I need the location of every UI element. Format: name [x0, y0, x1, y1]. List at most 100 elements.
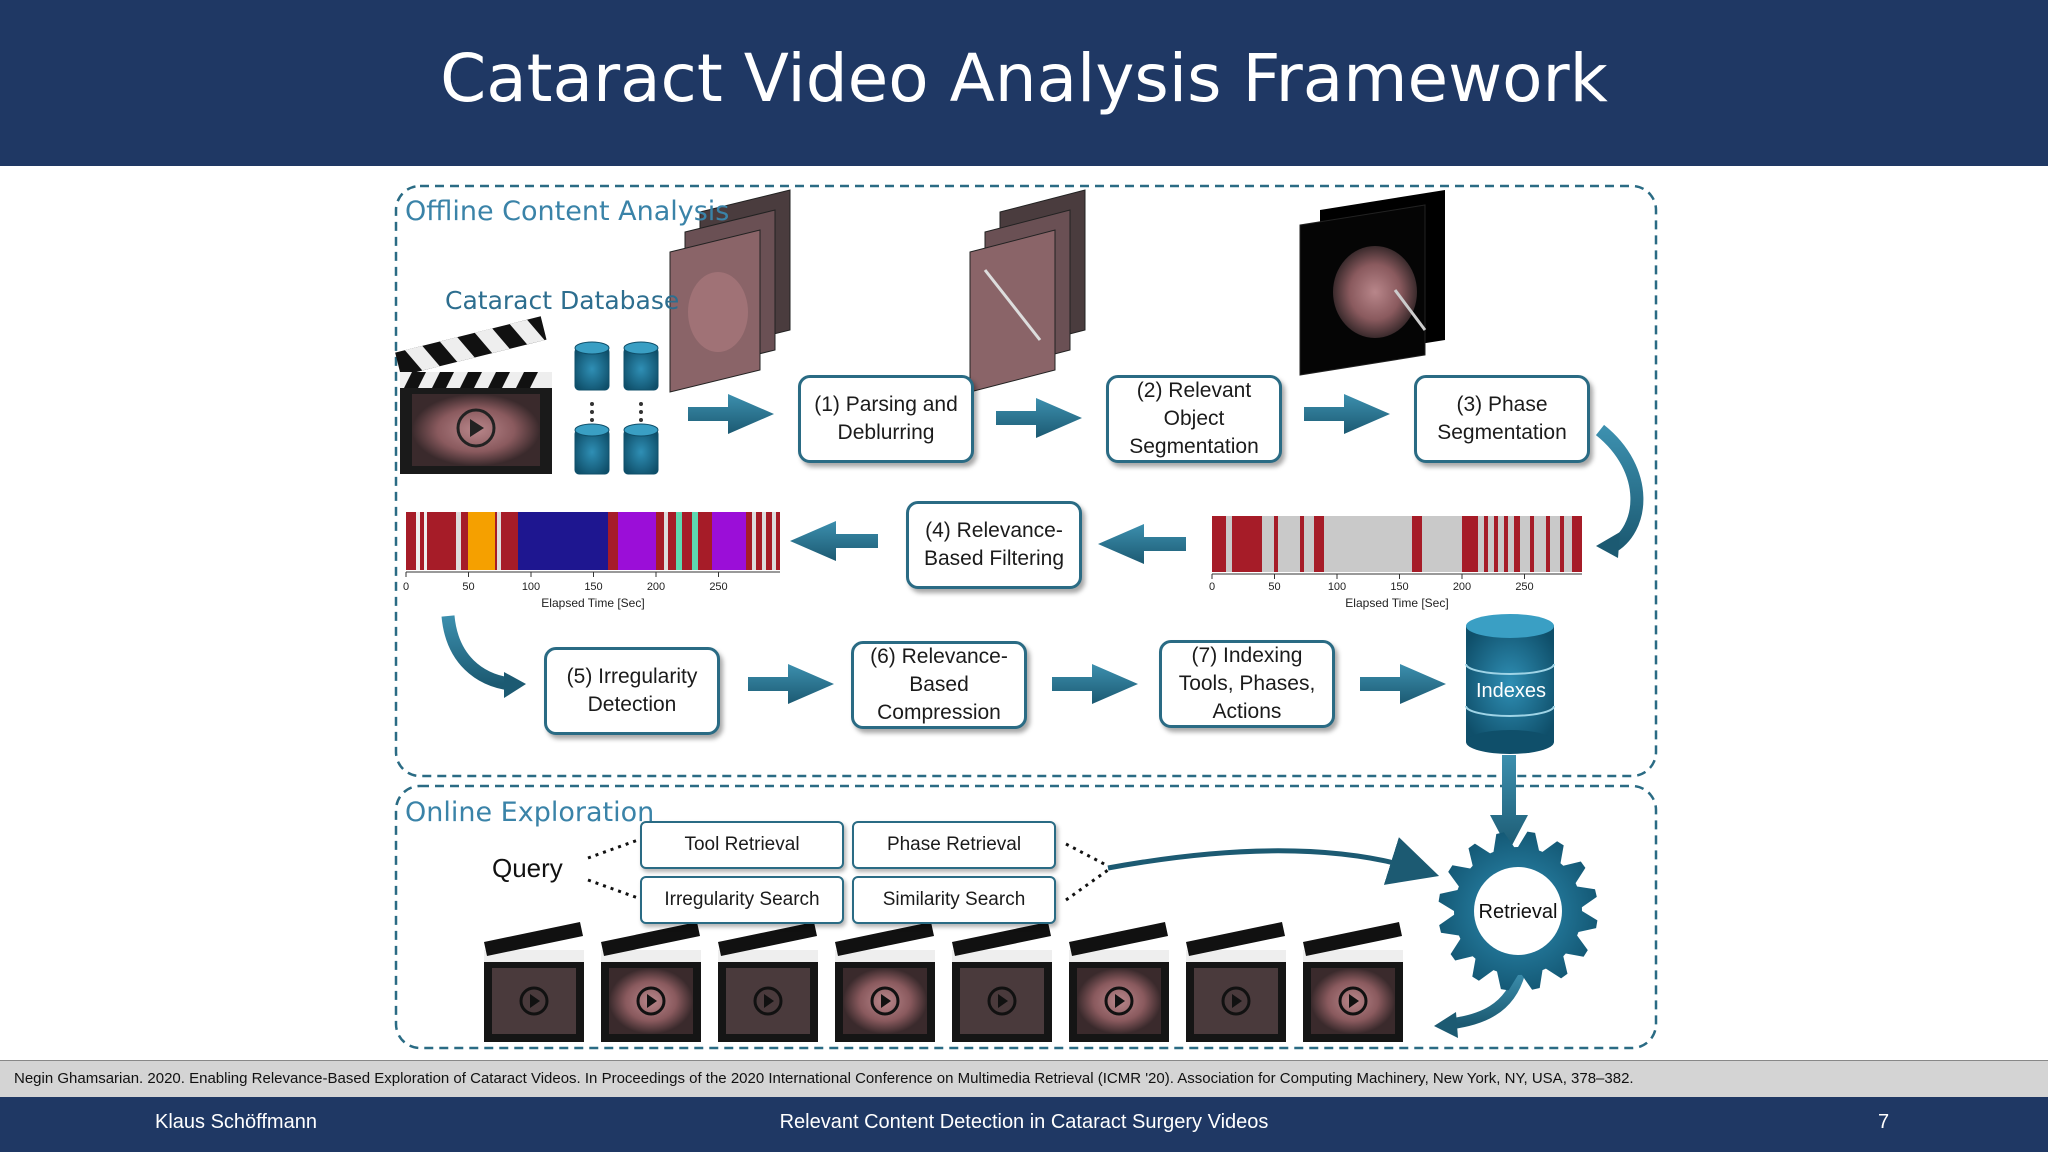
flow-arrows [688, 394, 1528, 851]
online-section-frame [394, 784, 1658, 1050]
arrow-down-indexes [1490, 755, 1528, 851]
arrow-right-4 [748, 664, 834, 704]
step-relevance-based-filtering: (4) Relevance- Based Filtering [906, 501, 1082, 589]
step-relevant-object-segmentation: (2) Relevant Object Segmentation [1106, 375, 1282, 463]
query-similarity-search: Similarity Search [852, 876, 1056, 924]
indexes-database-icon [1465, 614, 1555, 754]
citation-text: Negin Ghamsarian. 2020. Enabling Relevan… [14, 1070, 1634, 1087]
result-video-clapperboard [484, 922, 584, 1042]
offline-section-label: Offline Content Analysis [405, 196, 730, 227]
cataract-video-clapperboard [395, 316, 552, 474]
arrow-right-5 [1052, 664, 1138, 704]
step-indexing: (7) Indexing Tools, Phases, Actions [1159, 640, 1335, 728]
timeline-right-segment [1514, 516, 1520, 572]
query-tool-retrieval: Tool Retrieval [640, 821, 844, 869]
timeline-right-segment [1504, 516, 1508, 572]
timeline-right-tick-label: 150 [1390, 581, 1408, 593]
timeline-left-segment [456, 512, 461, 570]
curved-arrow-phase-to-timeline [1595, 424, 1644, 554]
result-video-clapperboard [601, 922, 701, 1042]
query-label: Query [492, 853, 563, 883]
arrow-right-1 [688, 394, 774, 434]
timeline-right-segment [1494, 516, 1498, 572]
result-videos [484, 922, 1403, 1042]
arrow-right-3 [1304, 394, 1390, 434]
step-irregularity-detection: (5) Irregularity Detection [544, 647, 720, 735]
result-video-clapperboard [1069, 922, 1169, 1042]
title-bar: Cataract Video Analysis Framework [0, 0, 2048, 166]
timeline-right-segment [1274, 516, 1278, 572]
timeline-right-segment [1300, 516, 1304, 572]
timeline-left-segment [518, 512, 608, 570]
timeline-right-segment [1572, 516, 1582, 572]
slide-title: Cataract Video Analysis Framework [440, 40, 1608, 117]
timeline-left-segment [762, 512, 766, 570]
query-irregularity-search: Irregularity Search [640, 876, 844, 924]
timeline-right-segment [1232, 516, 1262, 572]
footer-bar: Klaus Schöffmann Relevant Content Detect… [0, 1097, 2048, 1152]
result-video-clapperboard [952, 922, 1052, 1042]
result-video-clapperboard [1303, 922, 1403, 1042]
timeline-left-tick-label: 150 [584, 581, 602, 593]
footer-talk-title: Relevant Content Detection in Cataract S… [779, 1111, 1269, 1133]
cataract-database-label: Cataract Database [445, 286, 680, 315]
timeline-left-segment [664, 512, 668, 570]
database-cylinders-icon [574, 341, 659, 475]
step-parsing-deblurring: (1) Parsing and Deblurring [798, 375, 974, 463]
timeline-right: 0 50 100 150 200 250 [1209, 516, 1582, 593]
result-video-clapperboard [718, 922, 818, 1042]
timeline-right-segment [1546, 516, 1550, 572]
timeline-left-tick-label: 0 [403, 581, 409, 593]
timeline-right-tick-label: 200 [1453, 581, 1471, 593]
timeline-right-segment [1212, 516, 1226, 572]
timeline-left-segment [676, 512, 682, 570]
timeline-left-segment [424, 512, 427, 570]
timeline-right-segment [1530, 516, 1534, 572]
result-video-clapperboard [1186, 922, 1286, 1042]
timeline-left-segment [468, 512, 495, 570]
query-connectors [587, 838, 1109, 902]
timeline-left-tick-label: 200 [647, 581, 665, 593]
timeline-right-tick-label: 250 [1515, 581, 1533, 593]
timeline-left: 0 50 100 150 200 250 [403, 512, 780, 593]
citation-bar: Negin Ghamsarian. 2020. Enabling Relevan… [0, 1060, 2048, 1098]
timeline-right-tick-label: 0 [1209, 581, 1215, 593]
query-to-retrieval-arrow [1107, 837, 1440, 885]
timeline-left-segment [712, 512, 746, 570]
step-relevance-based-compression: (6) Relevance- Based Compression [851, 641, 1027, 729]
timeline-left-segment [772, 512, 776, 570]
timeline-left-tick-label: 250 [709, 581, 727, 593]
timeline-left-tick-label: 100 [522, 581, 540, 593]
arrow-left-2 [790, 521, 878, 561]
timeline-left-xlabel: Elapsed Time [Sec] [541, 596, 644, 610]
timeline-left-segment [692, 512, 698, 570]
curved-arrow-retrieval-to-videos [1449, 970, 1526, 1030]
arrow-right-2 [996, 398, 1082, 438]
arrow-right-6 [1360, 664, 1446, 704]
timeline-right-segment [1560, 516, 1564, 572]
timeline-right-tick-label: 100 [1328, 581, 1346, 593]
indexes-label: Indexes [1476, 680, 1546, 702]
ellipsis-dots [590, 402, 643, 422]
timeline-right-xlabel: Elapsed Time [Sec] [1345, 596, 1448, 610]
step-phase-segmentation: (3) Phase Segmentation [1414, 375, 1590, 463]
frame-stack-1 [669, 189, 791, 393]
offline-section-frame [394, 184, 1658, 778]
online-section-label: Online Exploration [405, 797, 655, 828]
timeline-right-segment [1462, 516, 1478, 572]
timeline-right-segment [1484, 516, 1488, 572]
timeline-right-segment [1314, 516, 1324, 572]
frame-stack-2 [969, 189, 1086, 393]
frame-stack-3 [1299, 190, 1445, 376]
timeline-right-segment [1412, 516, 1422, 572]
result-video-clapperboard [835, 922, 935, 1042]
timeline-left-tick-label: 50 [462, 581, 474, 593]
retrieval-gear-icon [1438, 831, 1598, 991]
query-phase-retrieval: Phase Retrieval [852, 821, 1056, 869]
arrow-left-1 [1098, 524, 1186, 564]
footer-author: Klaus Schöffmann [155, 1111, 317, 1133]
curved-arrow-timeline-to-irregularity [441, 615, 512, 691]
timeline-left-segment [618, 512, 656, 570]
timeline-right-tick-label: 50 [1268, 581, 1280, 593]
